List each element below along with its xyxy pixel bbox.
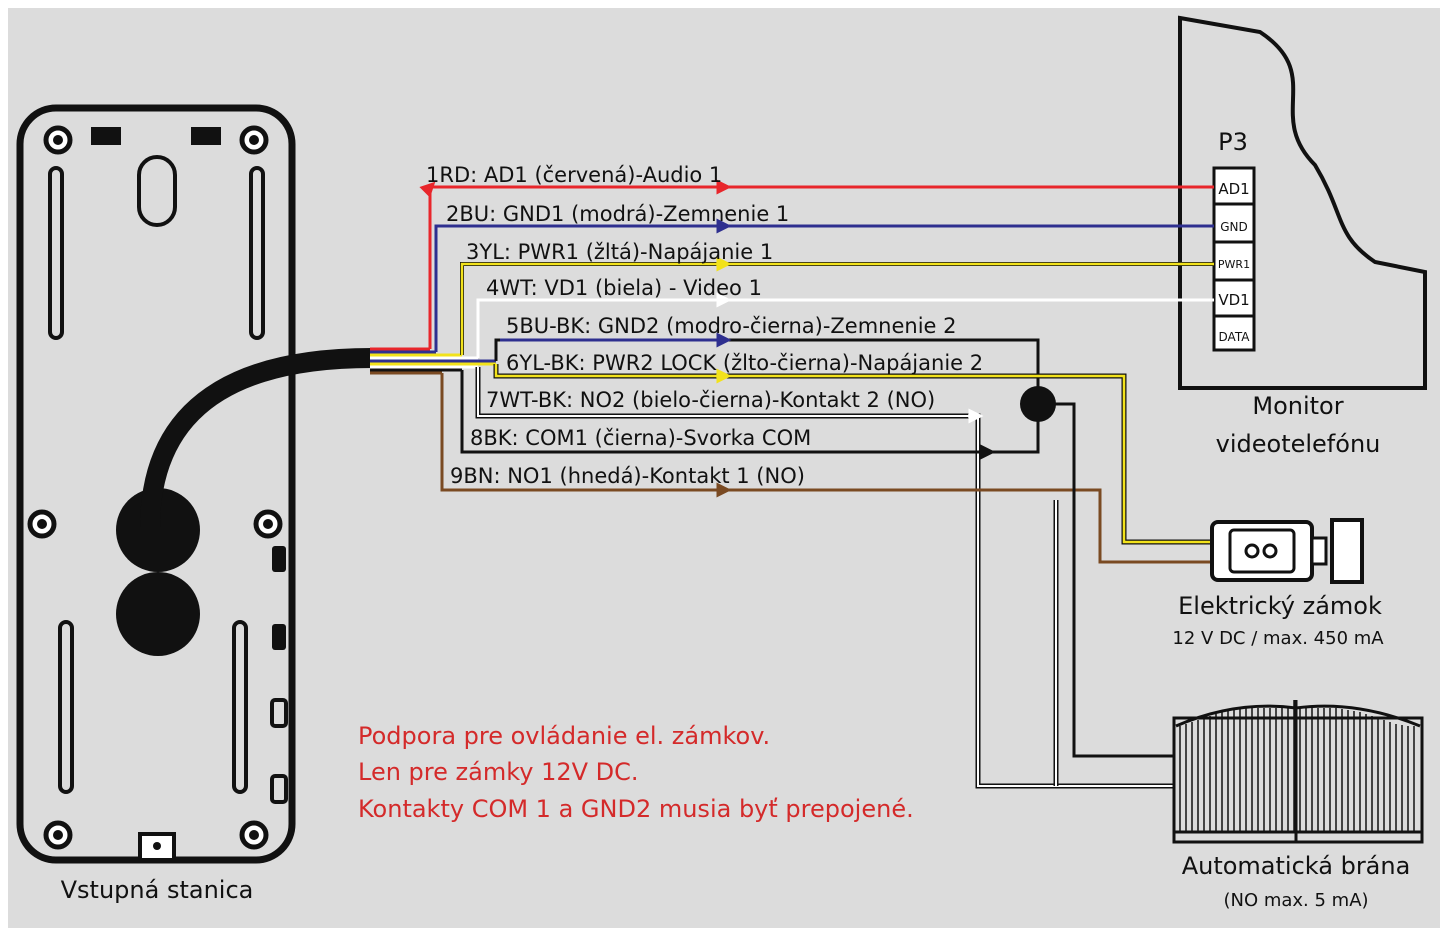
note-line-2: Len pre zámky 12V DC. [358,758,639,786]
strike-plate-icon [1330,518,1364,584]
pin-label-ad1: AD1 [1218,180,1249,198]
wire-no1 [440,373,1212,564]
clip-icon [191,127,221,145]
screw-icon [43,820,73,850]
monitor-unit: P3 AD1 GND PWR1 VD1 DATA Monitor videote… [1178,15,1427,458]
side-slot-icon [270,774,288,804]
wire-label-6: 6YL-BK: PWR2 LOCK (žlto-čierna)-Napájani… [506,351,983,375]
door-station [16,104,373,864]
wire-gnd2 [494,338,1040,398]
screw-icon [239,125,269,155]
wire-label-8: 8BK: COM1 (čierna)-Svorka COM [470,426,811,450]
wire-label-4: 4WT: VD1 (biela) - Video 1 [486,276,762,300]
pin-label-data: DATA [1219,330,1251,344]
note-line-3: Kontakty COM 1 a GND2 musia byť prepojen… [358,795,914,823]
side-slot-icon [272,546,286,572]
lock-spec: 12 V DC / max. 450 mA [1172,628,1384,649]
wire-com1 [460,370,1040,454]
monitor-caption-sub: videotelefónu [1216,430,1381,458]
gate-bars [1179,700,1415,832]
electric-lock: Elektrický zámok 12 V DC / max. 450 mA [1172,518,1384,649]
cable-grommet-icon [116,488,200,572]
door-station-caption: Vstupná stanica [61,876,254,904]
monitor-caption: Monitor [1252,392,1343,420]
wire-label-1: 1RD: AD1 (červená)-Audio 1 [426,163,722,187]
screw-icon [43,125,73,155]
automatic-gate: Automatická brána (NO max. 5 mA) [1172,700,1424,911]
cable-grommet-icon [116,572,200,656]
wire-vd1 [476,298,1214,358]
note-line-1: Podpora pre ovládanie el. zámkov. [358,722,770,750]
lock-caption: Elektrický zámok [1178,592,1382,620]
wire-label-2: 2BU: GND1 (modrá)-Zemnenie 1 [446,202,789,226]
junction-dot [1020,386,1056,422]
cable-sheath [140,348,373,529]
wire-ad1 [419,181,1214,349]
bottom-notch-icon [138,832,176,862]
screw-icon [239,820,269,850]
slot-icon [58,620,74,794]
gate-caption: Automatická brána [1182,852,1411,880]
wire-bundle [370,347,496,375]
wire-label-3: 3YL: PWR1 (žltá)-Napájanie 1 [466,240,773,264]
side-slot-icon [272,624,286,650]
clip-icon [91,127,121,145]
slot-icon [249,166,265,340]
pin-label-pwr1: PWR1 [1218,258,1250,271]
gate-spec: (NO max. 5 mA) [1223,890,1368,911]
screw-icon [253,509,283,539]
pin-label-gnd: GND [1220,220,1248,234]
side-slot-icon [270,698,288,728]
wire-label-9: 9BN: NO1 (hnedá)-Kontakt 1 (NO) [450,464,805,488]
mount-hole-icon [137,155,177,227]
wire-label-7: 7WT-BK: NO2 (bielo-čierna)-Kontakt 2 (NO… [486,388,935,412]
connector-block: AD1 GND PWR1 VD1 DATA [1212,166,1256,352]
slot-icon [232,620,248,794]
slot-icon [48,166,64,340]
lock-bolt-icon [1310,536,1328,566]
pin-label-vd1: VD1 [1218,291,1249,309]
connector-label: P3 [1218,128,1248,156]
screw-icon [27,509,57,539]
wire-label-5: 5BU-BK: GND2 (modro-čierna)-Zemnenie 2 [506,314,957,338]
wire-gnd1 [434,224,1214,352]
